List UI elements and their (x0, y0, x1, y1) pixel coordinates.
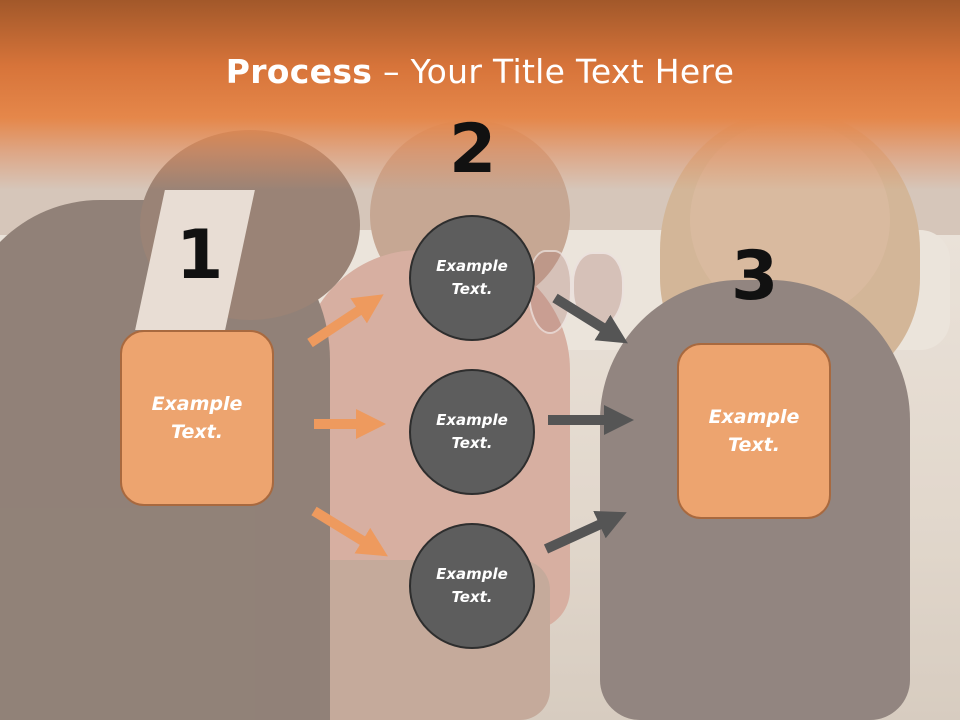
step-number-1: 1 (176, 216, 224, 295)
arrow-1-to-circle-bottom (311, 506, 388, 557)
step-3-box: Example Text. (677, 343, 831, 519)
arrow-circle-top-to-3 (552, 293, 628, 344)
step-number-2: 2 (449, 110, 497, 189)
title-rest: – Your Title Text Here (372, 52, 735, 91)
arrow-1-to-circle-top (307, 294, 384, 348)
photo-wine-glass (528, 250, 572, 334)
slide-title: Process – Your Title Text Here (0, 52, 960, 91)
step-1-box: Example Text. (120, 330, 274, 506)
step-2-circle-bottom: Example Text. (409, 523, 535, 649)
header-band (0, 0, 960, 190)
title-bold: Process (225, 52, 373, 91)
arrow-circle-bottom-to-3 (543, 510, 627, 554)
step-2-circle-top: Example Text. (409, 215, 535, 341)
step-2-circle-middle: Example Text. (409, 369, 535, 495)
step-number-3: 3 (731, 237, 779, 316)
